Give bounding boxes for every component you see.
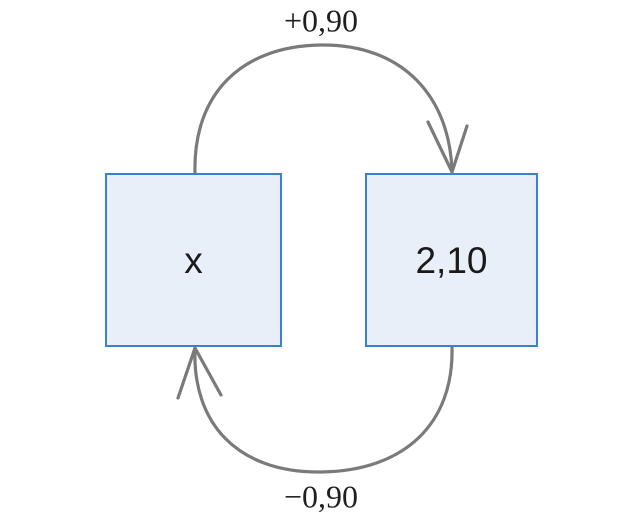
edge-top-arrow <box>193 43 469 175</box>
edge-top-arrowhead-icon <box>426 120 469 174</box>
edge-bottom-arrowhead-icon <box>176 346 223 400</box>
node-x-label: x <box>184 239 203 281</box>
node-value-label: 2,10 <box>415 239 488 281</box>
edge-bottom-curve <box>193 345 454 474</box>
edge-bottom-arrow <box>176 345 454 474</box>
edge-top-label: +0,90 <box>283 2 359 39</box>
node-x[interactable]: x <box>105 173 282 347</box>
node-value[interactable]: 2,10 <box>365 173 538 347</box>
edge-top-curve <box>193 43 454 175</box>
edge-bottom-label: −0,90 <box>283 478 359 515</box>
